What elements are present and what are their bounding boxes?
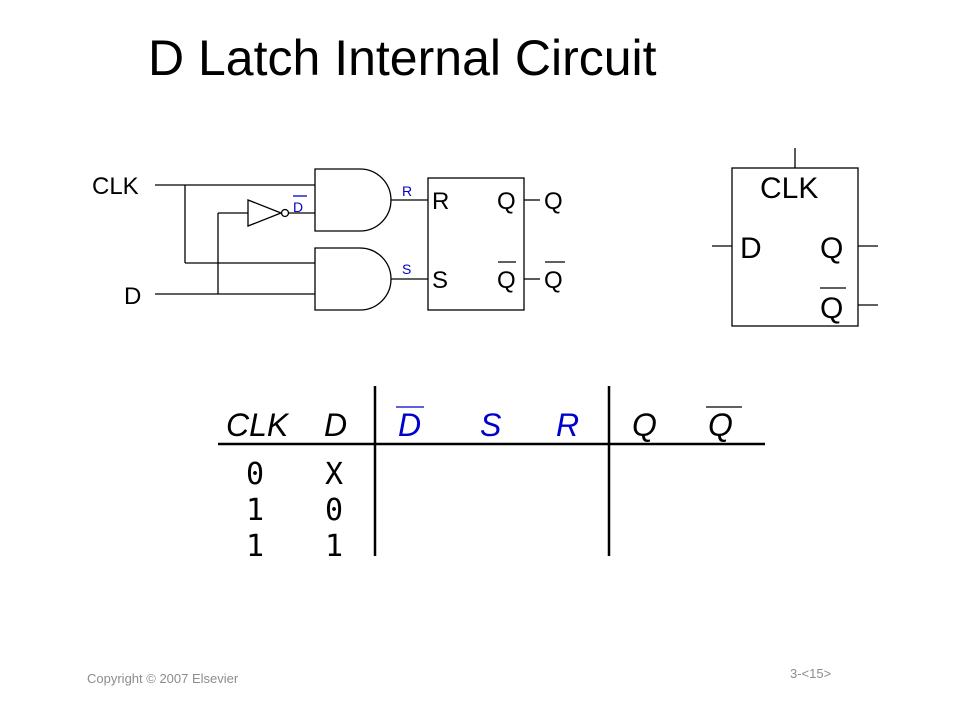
- row-3-clk: 1: [246, 529, 264, 564]
- and-gate-s: [314, 247, 392, 311]
- inverter-bubble: [280, 208, 290, 218]
- table-row: 0 X: [246, 457, 343, 492]
- sr-q-pin-label: Q: [497, 188, 516, 215]
- header-d: D: [324, 407, 347, 443]
- header-qbar: Q: [708, 407, 733, 443]
- row-2-d: 0: [325, 493, 343, 528]
- r-signal-label: R: [402, 183, 412, 199]
- clk-input-label: CLK: [92, 173, 139, 200]
- sr-s-pin-label: S: [432, 267, 448, 294]
- q-output-label: Q: [544, 188, 563, 215]
- table-row: 1 1: [246, 529, 343, 564]
- row-1-d: X: [325, 457, 343, 492]
- header-q: Q: [632, 407, 657, 443]
- sr-qbar-pin-label: Q: [497, 267, 516, 294]
- latch-q-label: Q: [820, 232, 843, 265]
- row-3-d: 1: [325, 529, 343, 564]
- truth-table: [218, 386, 765, 556]
- dbar-label: D: [293, 199, 303, 215]
- and-gate-r: [314, 168, 392, 232]
- copyright-footer: Copyright © 2007 Elsevier: [87, 671, 239, 686]
- header-dbar: D: [398, 407, 421, 443]
- page-number: 3-<15>: [790, 666, 832, 681]
- sr-r-pin-label: R: [432, 188, 449, 215]
- row-1-clk: 0: [246, 457, 264, 492]
- latch-d-label: D: [740, 232, 762, 265]
- header-r: R: [556, 407, 579, 443]
- slide-title: D Latch Internal Circuit: [148, 30, 657, 86]
- gate-circuit: [155, 168, 565, 311]
- latch-symbol: [712, 148, 878, 327]
- latch-qbar-label: Q: [820, 292, 843, 325]
- latch-clk-label: CLK: [760, 172, 818, 205]
- header-s: S: [480, 407, 501, 443]
- sr-latch-box: [427, 177, 525, 311]
- row-2-clk: 1: [246, 493, 264, 528]
- header-clk: CLK: [226, 407, 290, 443]
- table-row: 1 0: [246, 493, 343, 528]
- inverter-gate: [247, 199, 283, 227]
- d-input-label: D: [124, 283, 141, 310]
- qbar-output-label: Q: [544, 267, 563, 294]
- s-signal-label: S: [402, 261, 411, 277]
